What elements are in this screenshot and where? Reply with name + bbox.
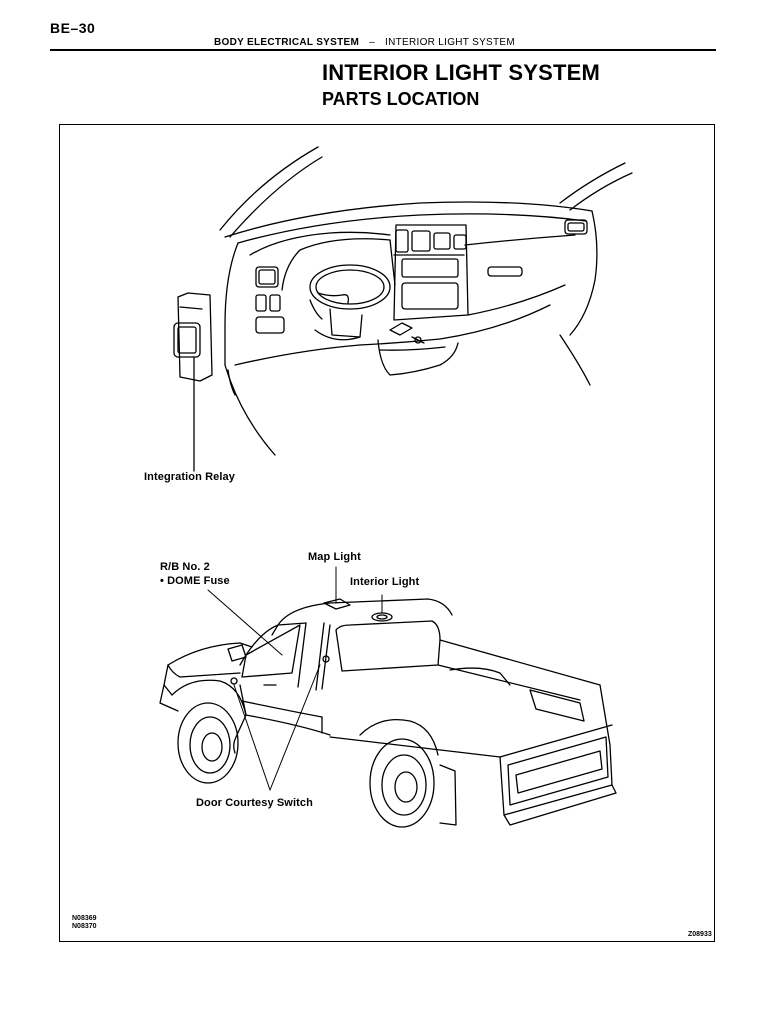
page-subtitle: PARTS LOCATION bbox=[322, 89, 480, 109]
header-subsection: INTERIOR LIGHT SYSTEM bbox=[385, 37, 516, 48]
dashboard-drawing bbox=[173, 146, 633, 472]
header-rule bbox=[50, 49, 716, 51]
figure-code-1: N08369 bbox=[72, 915, 97, 922]
truck-drawing bbox=[159, 598, 617, 828]
page-number: BE–30 bbox=[50, 20, 96, 36]
figure-code-list: N08369 N08370 bbox=[72, 915, 97, 931]
header-separator: – bbox=[369, 37, 376, 48]
figure-code-2: N08370 bbox=[72, 923, 97, 930]
label-dome-fuse: • DOME Fuse bbox=[160, 575, 230, 587]
figure-id-code: Z08933 bbox=[688, 931, 712, 938]
figure-frame: Integration Relay R/B No. 2 • DOME Fuse … bbox=[59, 124, 715, 942]
label-integration-relay: Integration Relay bbox=[144, 471, 235, 483]
parts-location-illustration bbox=[159, 146, 633, 828]
page-title: INTERIOR LIGHT SYSTEM bbox=[322, 60, 600, 85]
label-door-courtesy-switch: Door Courtesy Switch bbox=[196, 797, 313, 809]
leader-lines bbox=[207, 566, 383, 791]
running-header: BODY ELECTRICAL SYSTEM–INTERIOR LIGHT SY… bbox=[214, 37, 515, 48]
header-section: BODY ELECTRICAL SYSTEM bbox=[214, 37, 360, 48]
label-rb-no2: R/B No. 2 bbox=[160, 561, 210, 573]
label-map-light: Map Light bbox=[308, 551, 361, 563]
label-interior-light: Interior Light bbox=[350, 576, 420, 588]
